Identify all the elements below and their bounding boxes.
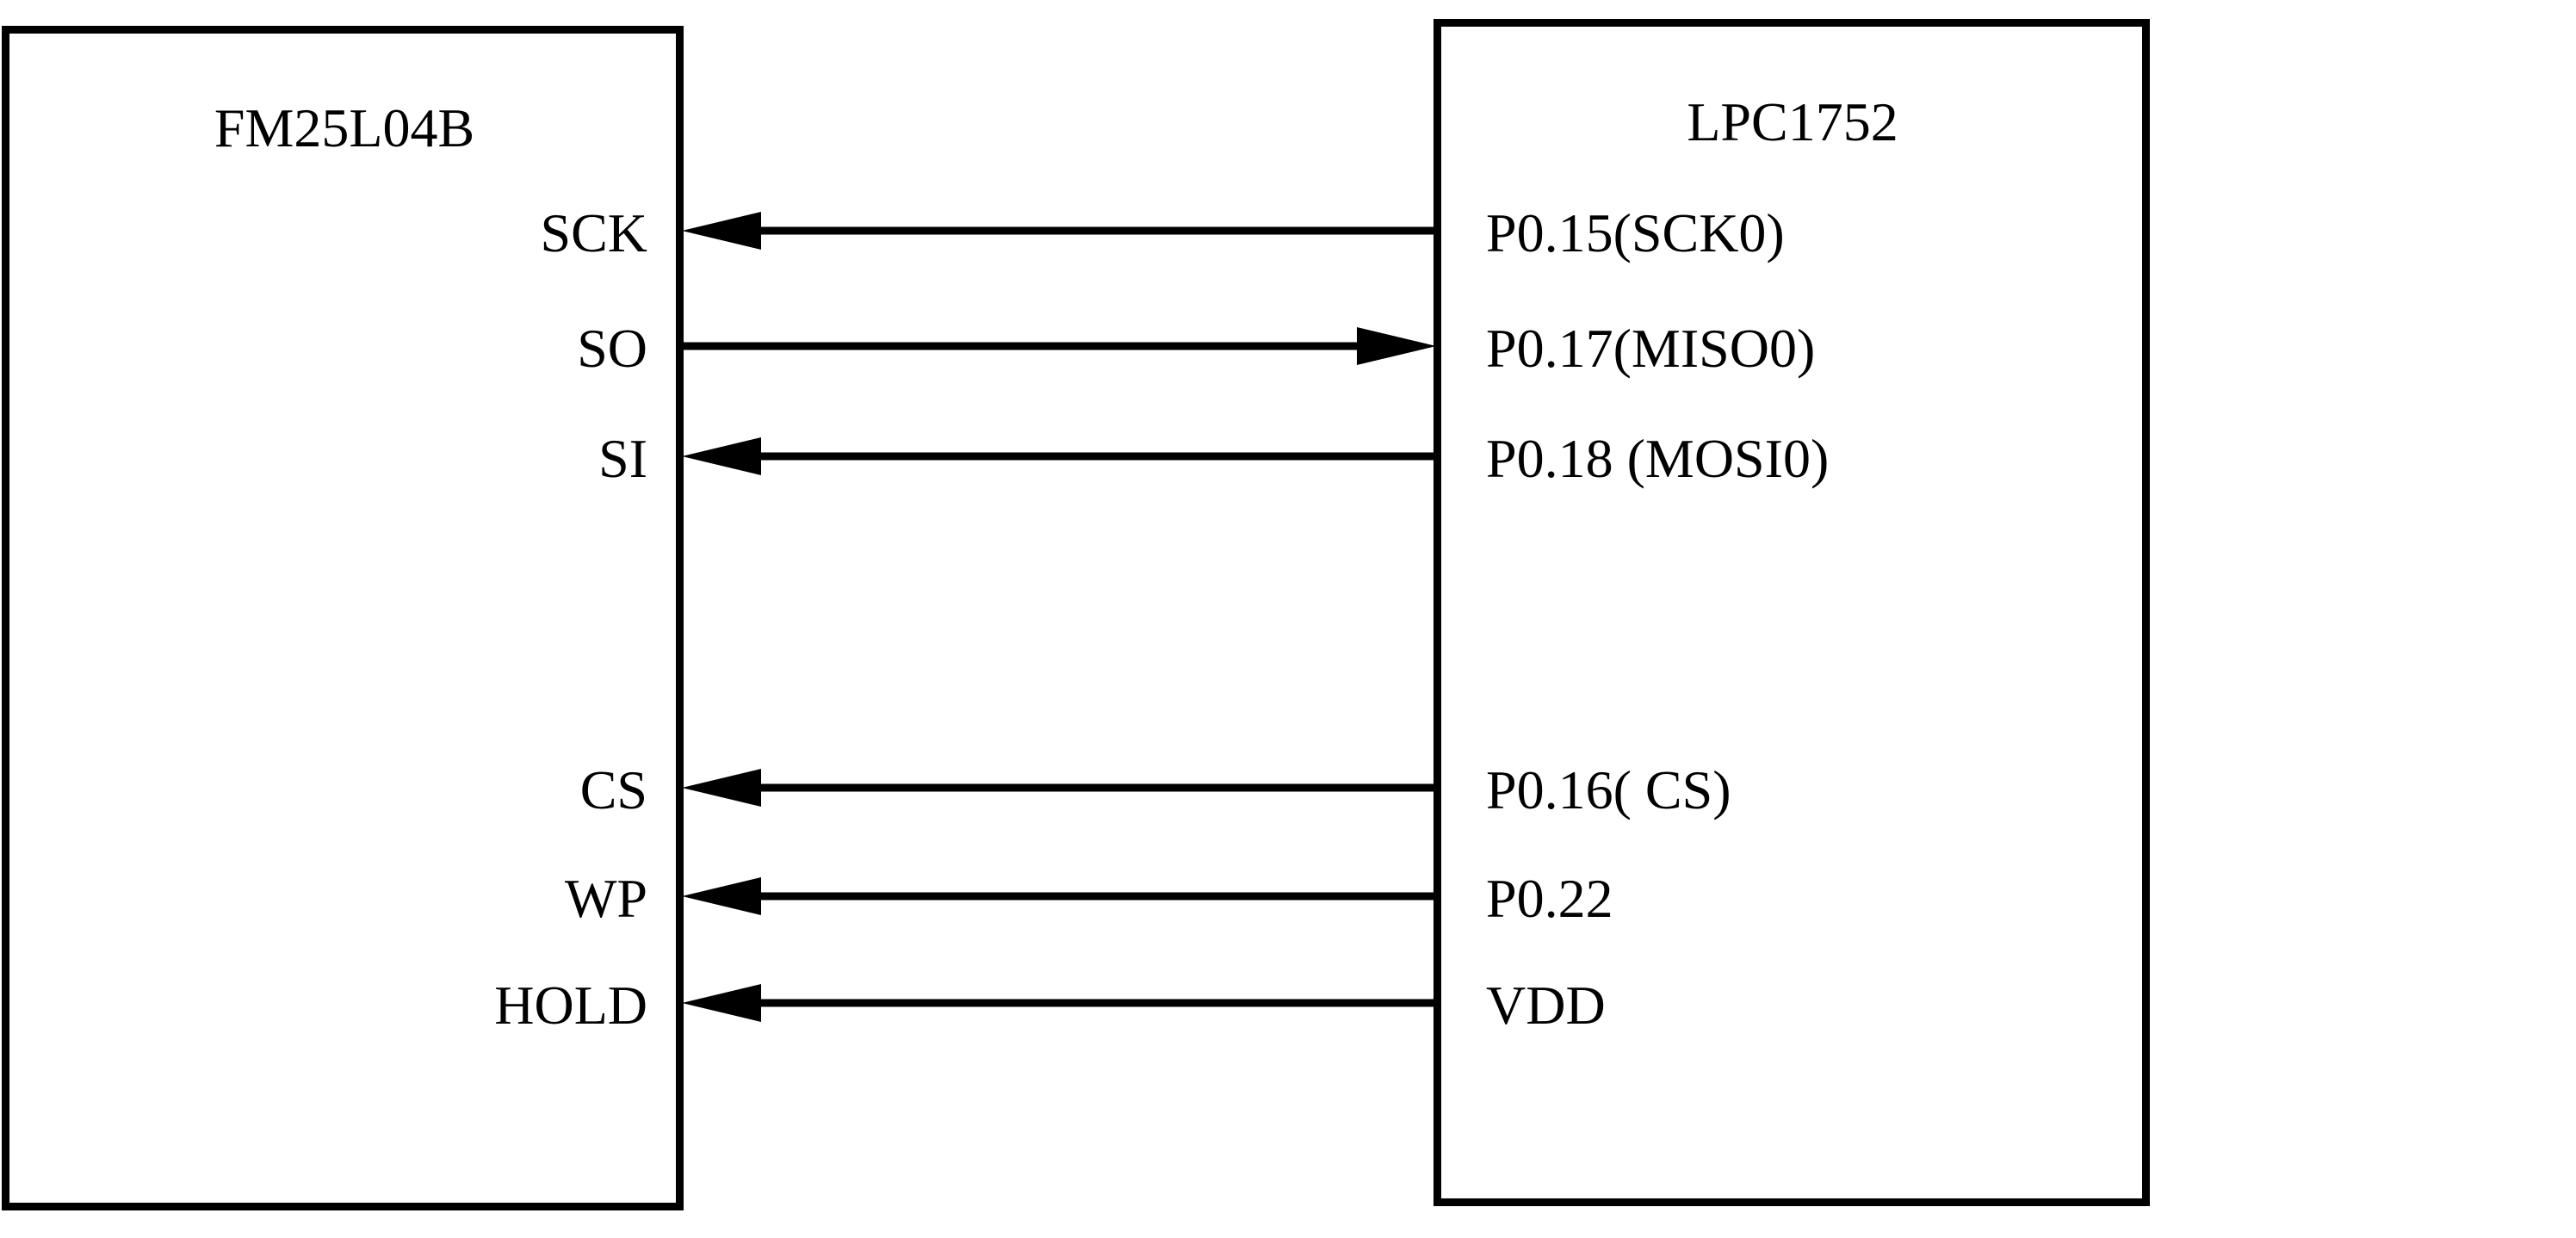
connection-wp[interactable]: WP P0.22 [565,868,1613,929]
pin-label-hold: HOLD [494,975,647,1036]
connection-si[interactable]: SI P0.18 (MOSI0) [598,428,1829,489]
pin-label-wp: WP [565,868,647,929]
pin-label-p0-22: P0.22 [1486,868,1613,929]
pin-label-vdd: VDD [1486,975,1606,1036]
connection-sck[interactable]: SCK P0.15(SCK0) [541,202,1785,263]
arrowhead-left-wp [682,877,761,915]
pin-label-si: SI [598,428,647,489]
arrowhead-left-hold [682,984,761,1022]
arrowhead-left-sck [682,212,761,250]
chip-box-mcu[interactable] [1434,19,2150,1206]
pin-label-p0-15: P0.15(SCK0) [1486,202,1785,263]
arrowhead-right-so [1357,327,1436,365]
pin-label-sck: SCK [541,202,648,263]
connection-hold[interactable]: HOLD VDD [494,975,1605,1036]
chip-title-fram: FM25L04B [214,97,474,158]
chip-box-fram[interactable] [2,26,684,1210]
arrowhead-left-si [682,437,761,475]
connection-so[interactable]: SO P0.17(MISO0) [577,318,1815,379]
pin-label-cs: CS [580,759,647,820]
chip-title-mcu: LPC1752 [1687,91,1898,152]
pin-label-so: SO [577,318,647,379]
connection-cs[interactable]: CS P0.16( CS) [580,759,1731,820]
pin-label-p0-16: P0.16( CS) [1486,759,1731,820]
pin-label-p0-17: P0.17(MISO0) [1486,318,1815,379]
pin-label-p0-18: P0.18 (MOSI0) [1486,428,1829,489]
arrowhead-left-cs [682,769,761,807]
